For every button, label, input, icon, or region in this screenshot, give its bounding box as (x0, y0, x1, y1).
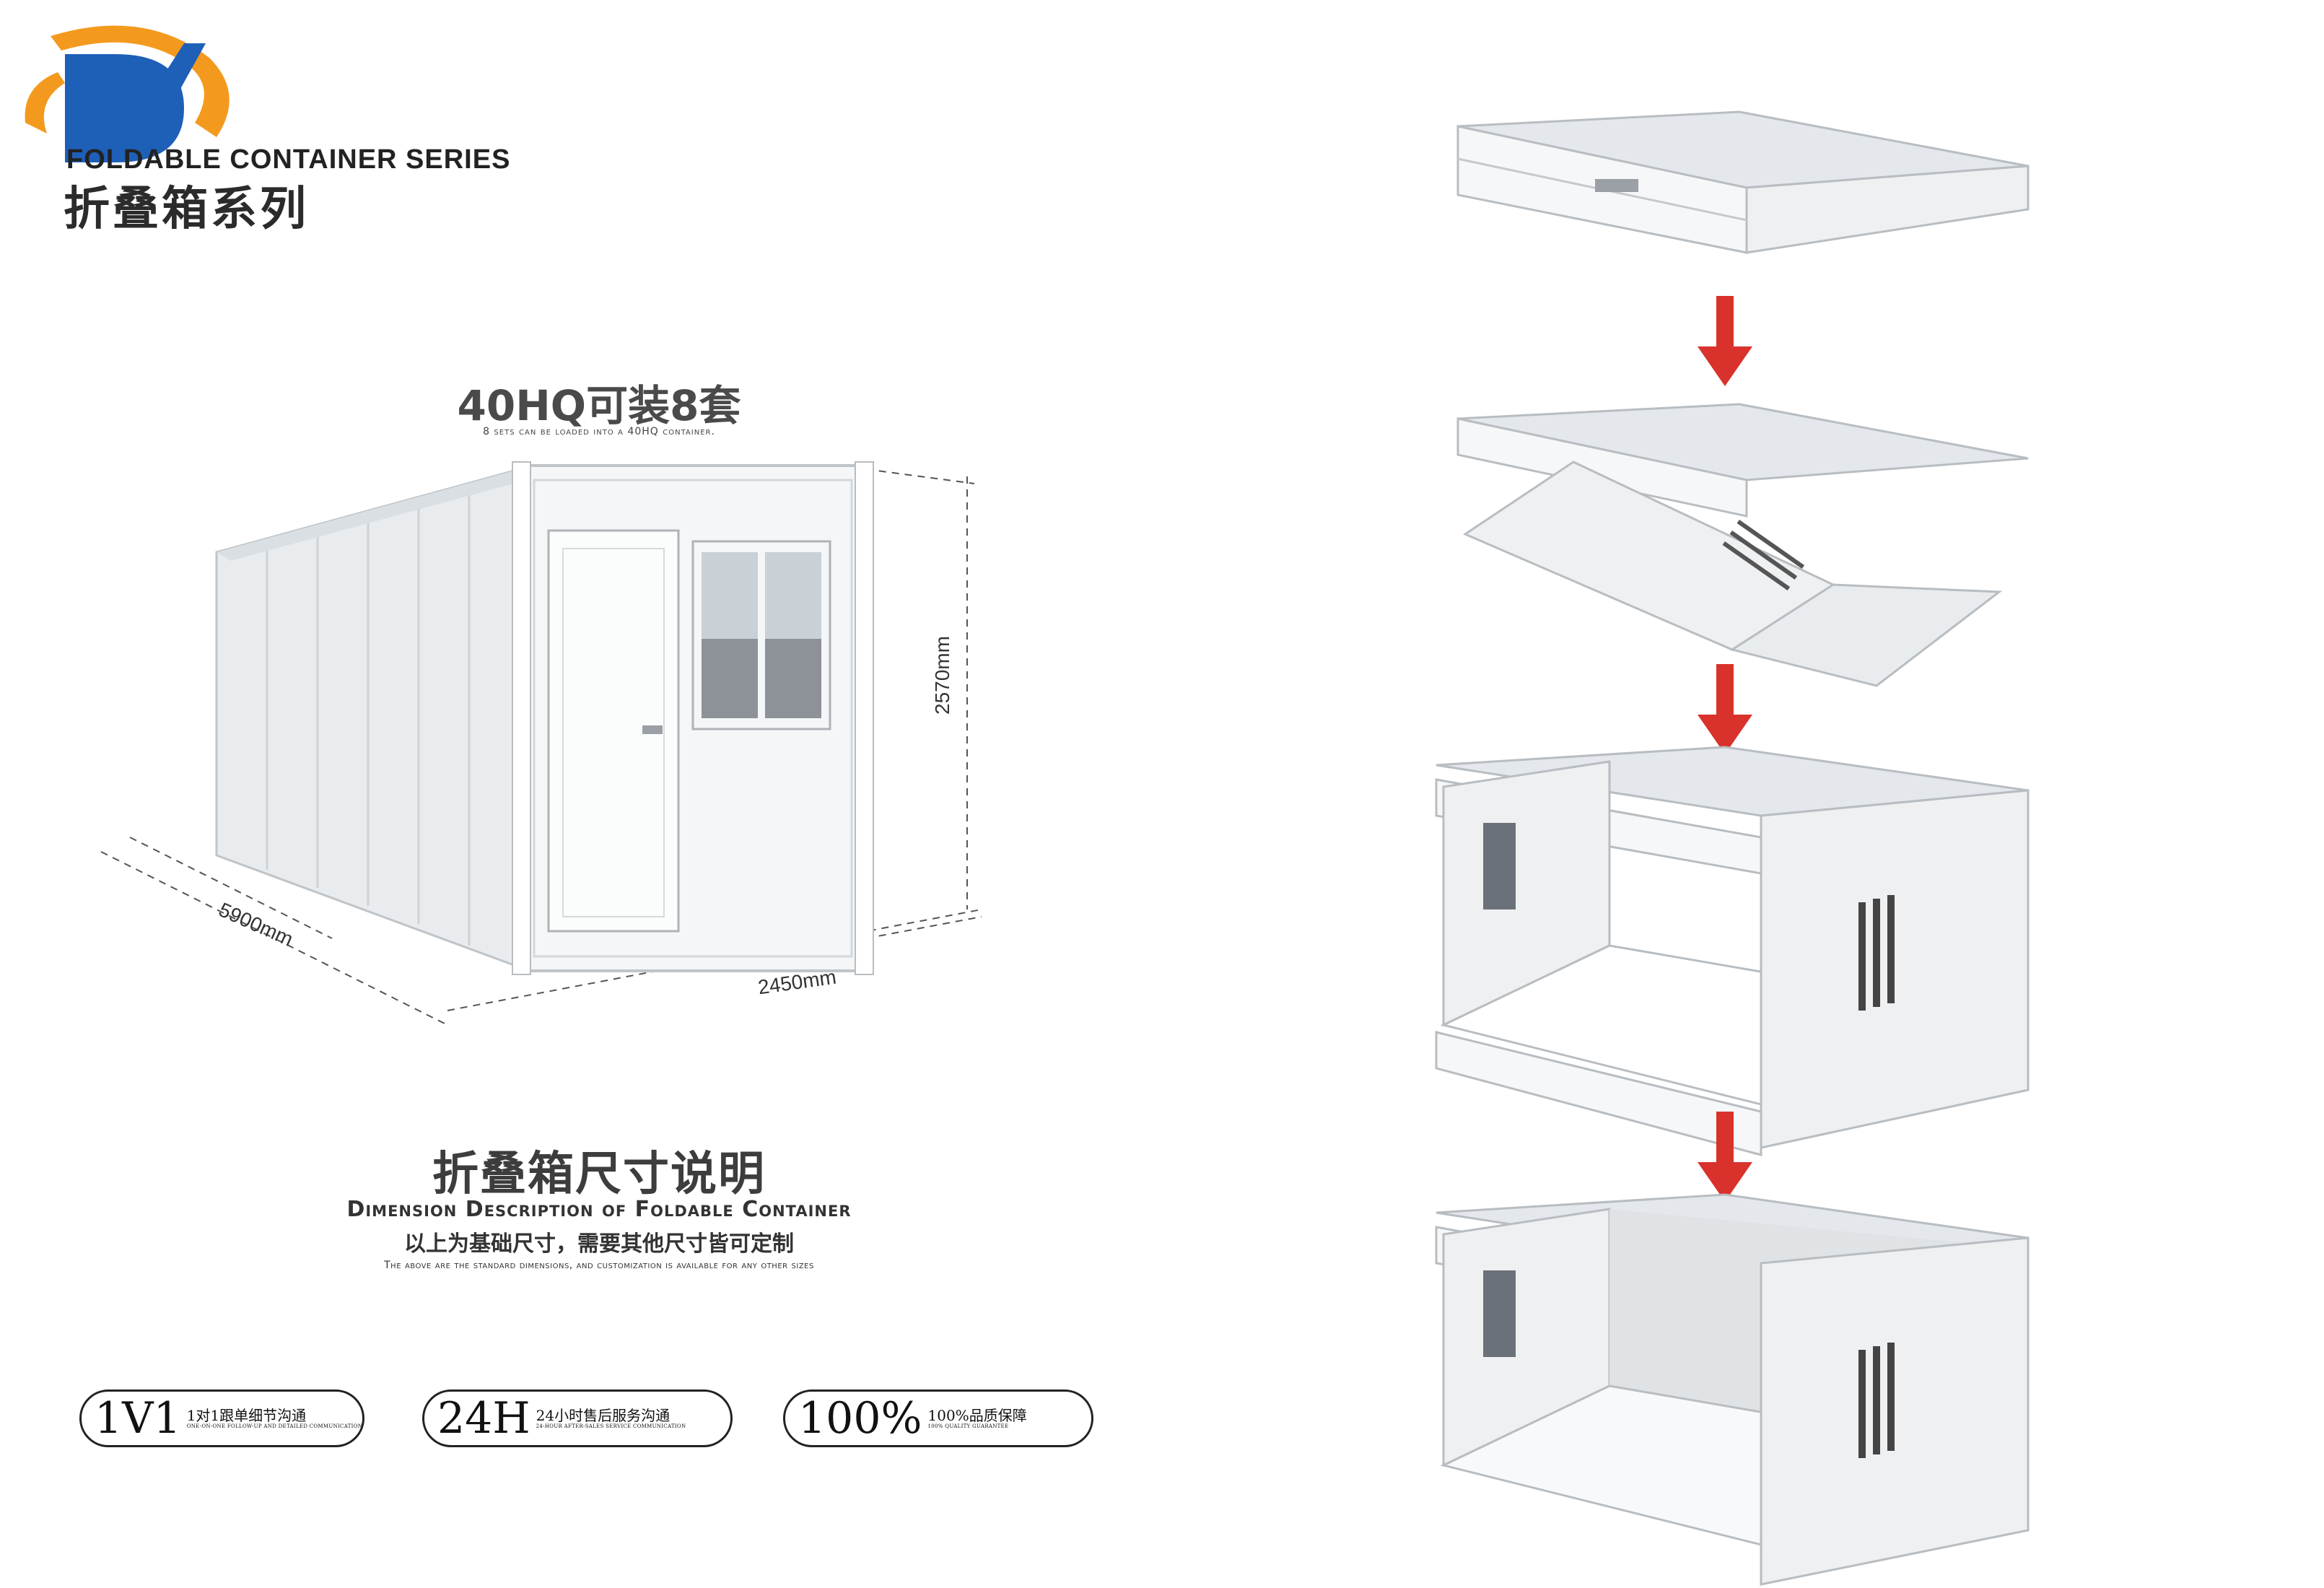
badge-1v1-cn: 1对1跟单细节沟通 (186, 1407, 307, 1424)
height-dimension: 2570mm (931, 636, 953, 715)
badge-100-big: 100% (798, 1393, 922, 1444)
company-logo (25, 25, 230, 162)
badge-24h-cn: 24小时售后服务沟通 (536, 1407, 670, 1424)
arrow-down-1 (1698, 296, 1752, 386)
container-illustration (100, 461, 982, 1025)
badge-24h: 24H 24小时售后服务沟通 24-HOUR AFTER-SALES SERVI… (422, 1390, 733, 1447)
badge-1v1-big: 1V1 (95, 1393, 181, 1444)
stage-assembled (1435, 1193, 2030, 1586)
series-title-en: FOLDABLE CONTAINER SERIES (66, 144, 511, 175)
stage-unfolding (1456, 403, 2029, 687)
dimension-title-en: Dimension Description of Foldable Contai… (346, 1197, 852, 1222)
arrow-down-3 (1698, 1112, 1752, 1202)
dimension-title-cn: 折叠箱尺寸说明 (432, 1148, 766, 1201)
badge-100: 100% 100%品质保障 100% QUALITY GUARANTEE (783, 1390, 1093, 1447)
badge-100-en: 100% QUALITY GUARANTEE (927, 1423, 1009, 1429)
folding-sequence-illustration (1435, 110, 2030, 1586)
stage-frame (1435, 746, 2030, 1156)
series-title-cn: 折叠箱系列 (64, 183, 309, 236)
badge-100-cn: 100%品质保障 (927, 1407, 1027, 1424)
stage-folded (1456, 110, 2030, 254)
dimension-note-cn: 以上为基础尺寸，需要其他尺寸皆可定制 (404, 1231, 794, 1257)
loading-title: 40HQ可装8套 (457, 381, 741, 430)
loading-subtitle: 8 sets can be loaded into a 40HQ contain… (483, 426, 715, 437)
dimension-note-en: The above are the standard dimensions, a… (384, 1260, 814, 1271)
badge-24h-en: 24-HOUR AFTER-SALES SERVICE COMMUNICATIO… (536, 1423, 686, 1429)
arrow-down-2 (1698, 664, 1752, 754)
badge-1v1-en: ONE-ON-ONE FOLLOW-UP AND DETAILED COMMUN… (186, 1423, 363, 1429)
badge-1v1: 1V1 1对1跟单细节沟通 ONE-ON-ONE FOLLOW-UP AND D… (79, 1390, 364, 1447)
badge-24h-big: 24H (437, 1393, 530, 1444)
